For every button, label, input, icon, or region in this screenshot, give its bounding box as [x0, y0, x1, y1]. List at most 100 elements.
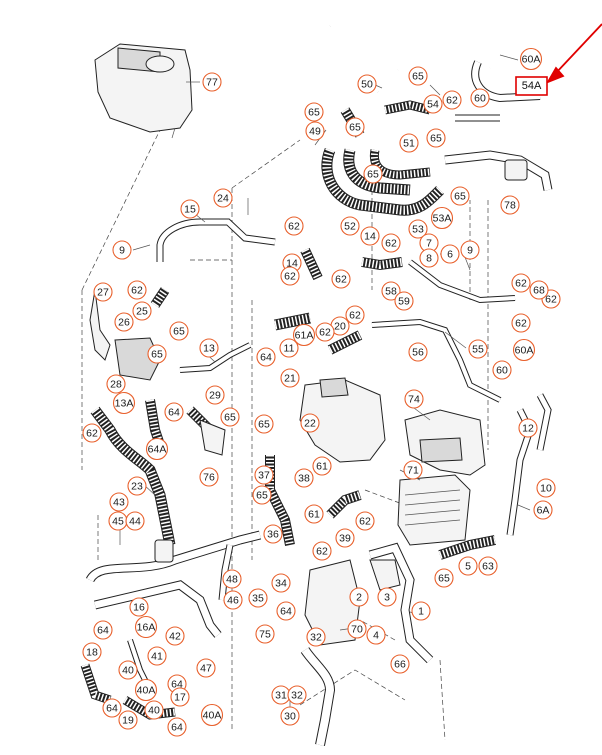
callout-62[interactable]: 62 — [331, 269, 351, 289]
callout-52[interactable]: 52 — [340, 216, 360, 236]
callout-40[interactable]: 40 — [118, 660, 138, 680]
callout-9[interactable]: 9 — [112, 240, 132, 260]
callout-26[interactable]: 26 — [114, 312, 134, 332]
callout-78[interactable]: 78 — [500, 195, 520, 215]
callout-17[interactable]: 17 — [170, 687, 190, 707]
callout-32[interactable]: 32 — [287, 685, 307, 705]
callout-46[interactable]: 46 — [223, 590, 243, 610]
callout-65[interactable]: 65 — [254, 414, 274, 434]
callout-29[interactable]: 29 — [205, 385, 225, 405]
callout-62[interactable]: 62 — [315, 322, 335, 342]
callout-2[interactable]: 2 — [349, 587, 369, 607]
callout-32[interactable]: 32 — [306, 627, 326, 647]
callout-65[interactable]: 65 — [169, 321, 189, 341]
callout-76[interactable]: 76 — [199, 467, 219, 487]
callout-48[interactable]: 48 — [222, 569, 242, 589]
callout-64a[interactable]: 64A — [145, 437, 169, 461]
callout-56[interactable]: 56 — [408, 342, 428, 362]
callout-58[interactable]: 58 — [381, 281, 401, 301]
callout-41[interactable]: 41 — [147, 646, 167, 666]
callout-68[interactable]: 68 — [529, 280, 549, 300]
callout-9[interactable]: 9 — [460, 240, 480, 260]
callout-65[interactable]: 65 — [220, 407, 240, 427]
callout-71[interactable]: 71 — [403, 460, 423, 480]
callout-61a[interactable]: 61A — [292, 323, 316, 347]
callout-37[interactable]: 37 — [254, 465, 274, 485]
callout-3[interactable]: 3 — [377, 587, 397, 607]
callout-1[interactable]: 1 — [411, 601, 431, 621]
callout-62[interactable]: 62 — [127, 280, 147, 300]
callout-4[interactable]: 4 — [366, 625, 386, 645]
callout-43[interactable]: 43 — [109, 492, 129, 512]
callout-7[interactable]: 7 — [419, 233, 439, 253]
callout-70[interactable]: 70 — [347, 619, 367, 639]
callout-22[interactable]: 22 — [300, 413, 320, 433]
callout-61[interactable]: 61 — [312, 456, 332, 476]
callout-16a[interactable]: 16A — [134, 615, 158, 639]
callout-21[interactable]: 21 — [280, 368, 300, 388]
callout-18[interactable]: 18 — [82, 642, 102, 662]
callout-53[interactable]: 53 — [408, 219, 428, 239]
callout-65[interactable]: 65 — [434, 568, 454, 588]
callout-53a[interactable]: 53A — [430, 206, 454, 230]
callout-64[interactable]: 64 — [167, 717, 187, 737]
callout-6[interactable]: 6 — [440, 244, 460, 264]
callout-24[interactable]: 24 — [213, 188, 233, 208]
callout-59[interactable]: 59 — [394, 291, 414, 311]
callout-44[interactable]: 44 — [125, 511, 145, 531]
callout-38[interactable]: 38 — [294, 468, 314, 488]
callout-65[interactable]: 65 — [345, 117, 365, 137]
callout-64[interactable]: 64 — [102, 698, 122, 718]
callout-35[interactable]: 35 — [248, 588, 268, 608]
callout-13a[interactable]: 13A — [112, 391, 136, 415]
callout-65[interactable]: 65 — [426, 128, 446, 148]
callout-63[interactable]: 63 — [478, 556, 498, 576]
callout-60a[interactable]: 60A — [519, 47, 543, 71]
callout-39[interactable]: 39 — [335, 528, 355, 548]
callout-65[interactable]: 65 — [147, 344, 167, 364]
callout-65[interactable]: 65 — [450, 186, 470, 206]
callout-19[interactable]: 19 — [118, 710, 138, 730]
callout-60a[interactable]: 60A — [512, 338, 536, 362]
callout-30[interactable]: 30 — [280, 706, 300, 726]
callout-36[interactable]: 36 — [263, 524, 283, 544]
callout-13[interactable]: 13 — [199, 338, 219, 358]
callout-50[interactable]: 50 — [357, 74, 377, 94]
callout-31[interactable]: 31 — [271, 685, 291, 705]
callout-40a[interactable]: 40A — [200, 703, 224, 727]
callout-45[interactable]: 45 — [108, 511, 128, 531]
callout-62[interactable]: 62 — [442, 90, 462, 110]
callout-60[interactable]: 60 — [492, 360, 512, 380]
callout-60[interactable]: 60 — [470, 88, 490, 108]
callout-5[interactable]: 5 — [458, 556, 478, 576]
callout-77[interactable]: 77 — [202, 72, 222, 92]
callout-12[interactable]: 12 — [518, 418, 538, 438]
callout-65[interactable]: 65 — [304, 102, 324, 122]
callout-61[interactable]: 61 — [304, 504, 324, 524]
callout-62[interactable]: 62 — [284, 216, 304, 236]
callout-62[interactable]: 62 — [381, 233, 401, 253]
callout-42[interactable]: 42 — [165, 626, 185, 646]
callout-65[interactable]: 65 — [408, 66, 428, 86]
callout-62[interactable]: 62 — [511, 273, 531, 293]
callout-62[interactable]: 62 — [345, 305, 365, 325]
callout-47[interactable]: 47 — [196, 658, 216, 678]
callout-54[interactable]: 54 — [423, 94, 443, 114]
callout-74[interactable]: 74 — [404, 389, 424, 409]
callout-62[interactable]: 62 — [280, 266, 300, 286]
callout-10[interactable]: 10 — [536, 478, 556, 498]
highlighted-callout-54A[interactable]: 54A — [515, 23, 602, 96]
callout-11[interactable]: 11 — [279, 338, 299, 358]
callout-64[interactable]: 64 — [256, 347, 276, 367]
callout-23[interactable]: 23 — [127, 476, 147, 496]
callout-14[interactable]: 14 — [360, 226, 380, 246]
callout-25[interactable]: 25 — [132, 301, 152, 321]
callout-15[interactable]: 15 — [180, 199, 200, 219]
callout-62[interactable]: 62 — [511, 313, 531, 333]
callout-62[interactable]: 62 — [82, 423, 102, 443]
callout-65[interactable]: 65 — [252, 485, 272, 505]
callout-64[interactable]: 64 — [93, 620, 113, 640]
callout-51[interactable]: 51 — [399, 133, 419, 153]
callout-55[interactable]: 55 — [468, 339, 488, 359]
callout-66[interactable]: 66 — [390, 654, 410, 674]
